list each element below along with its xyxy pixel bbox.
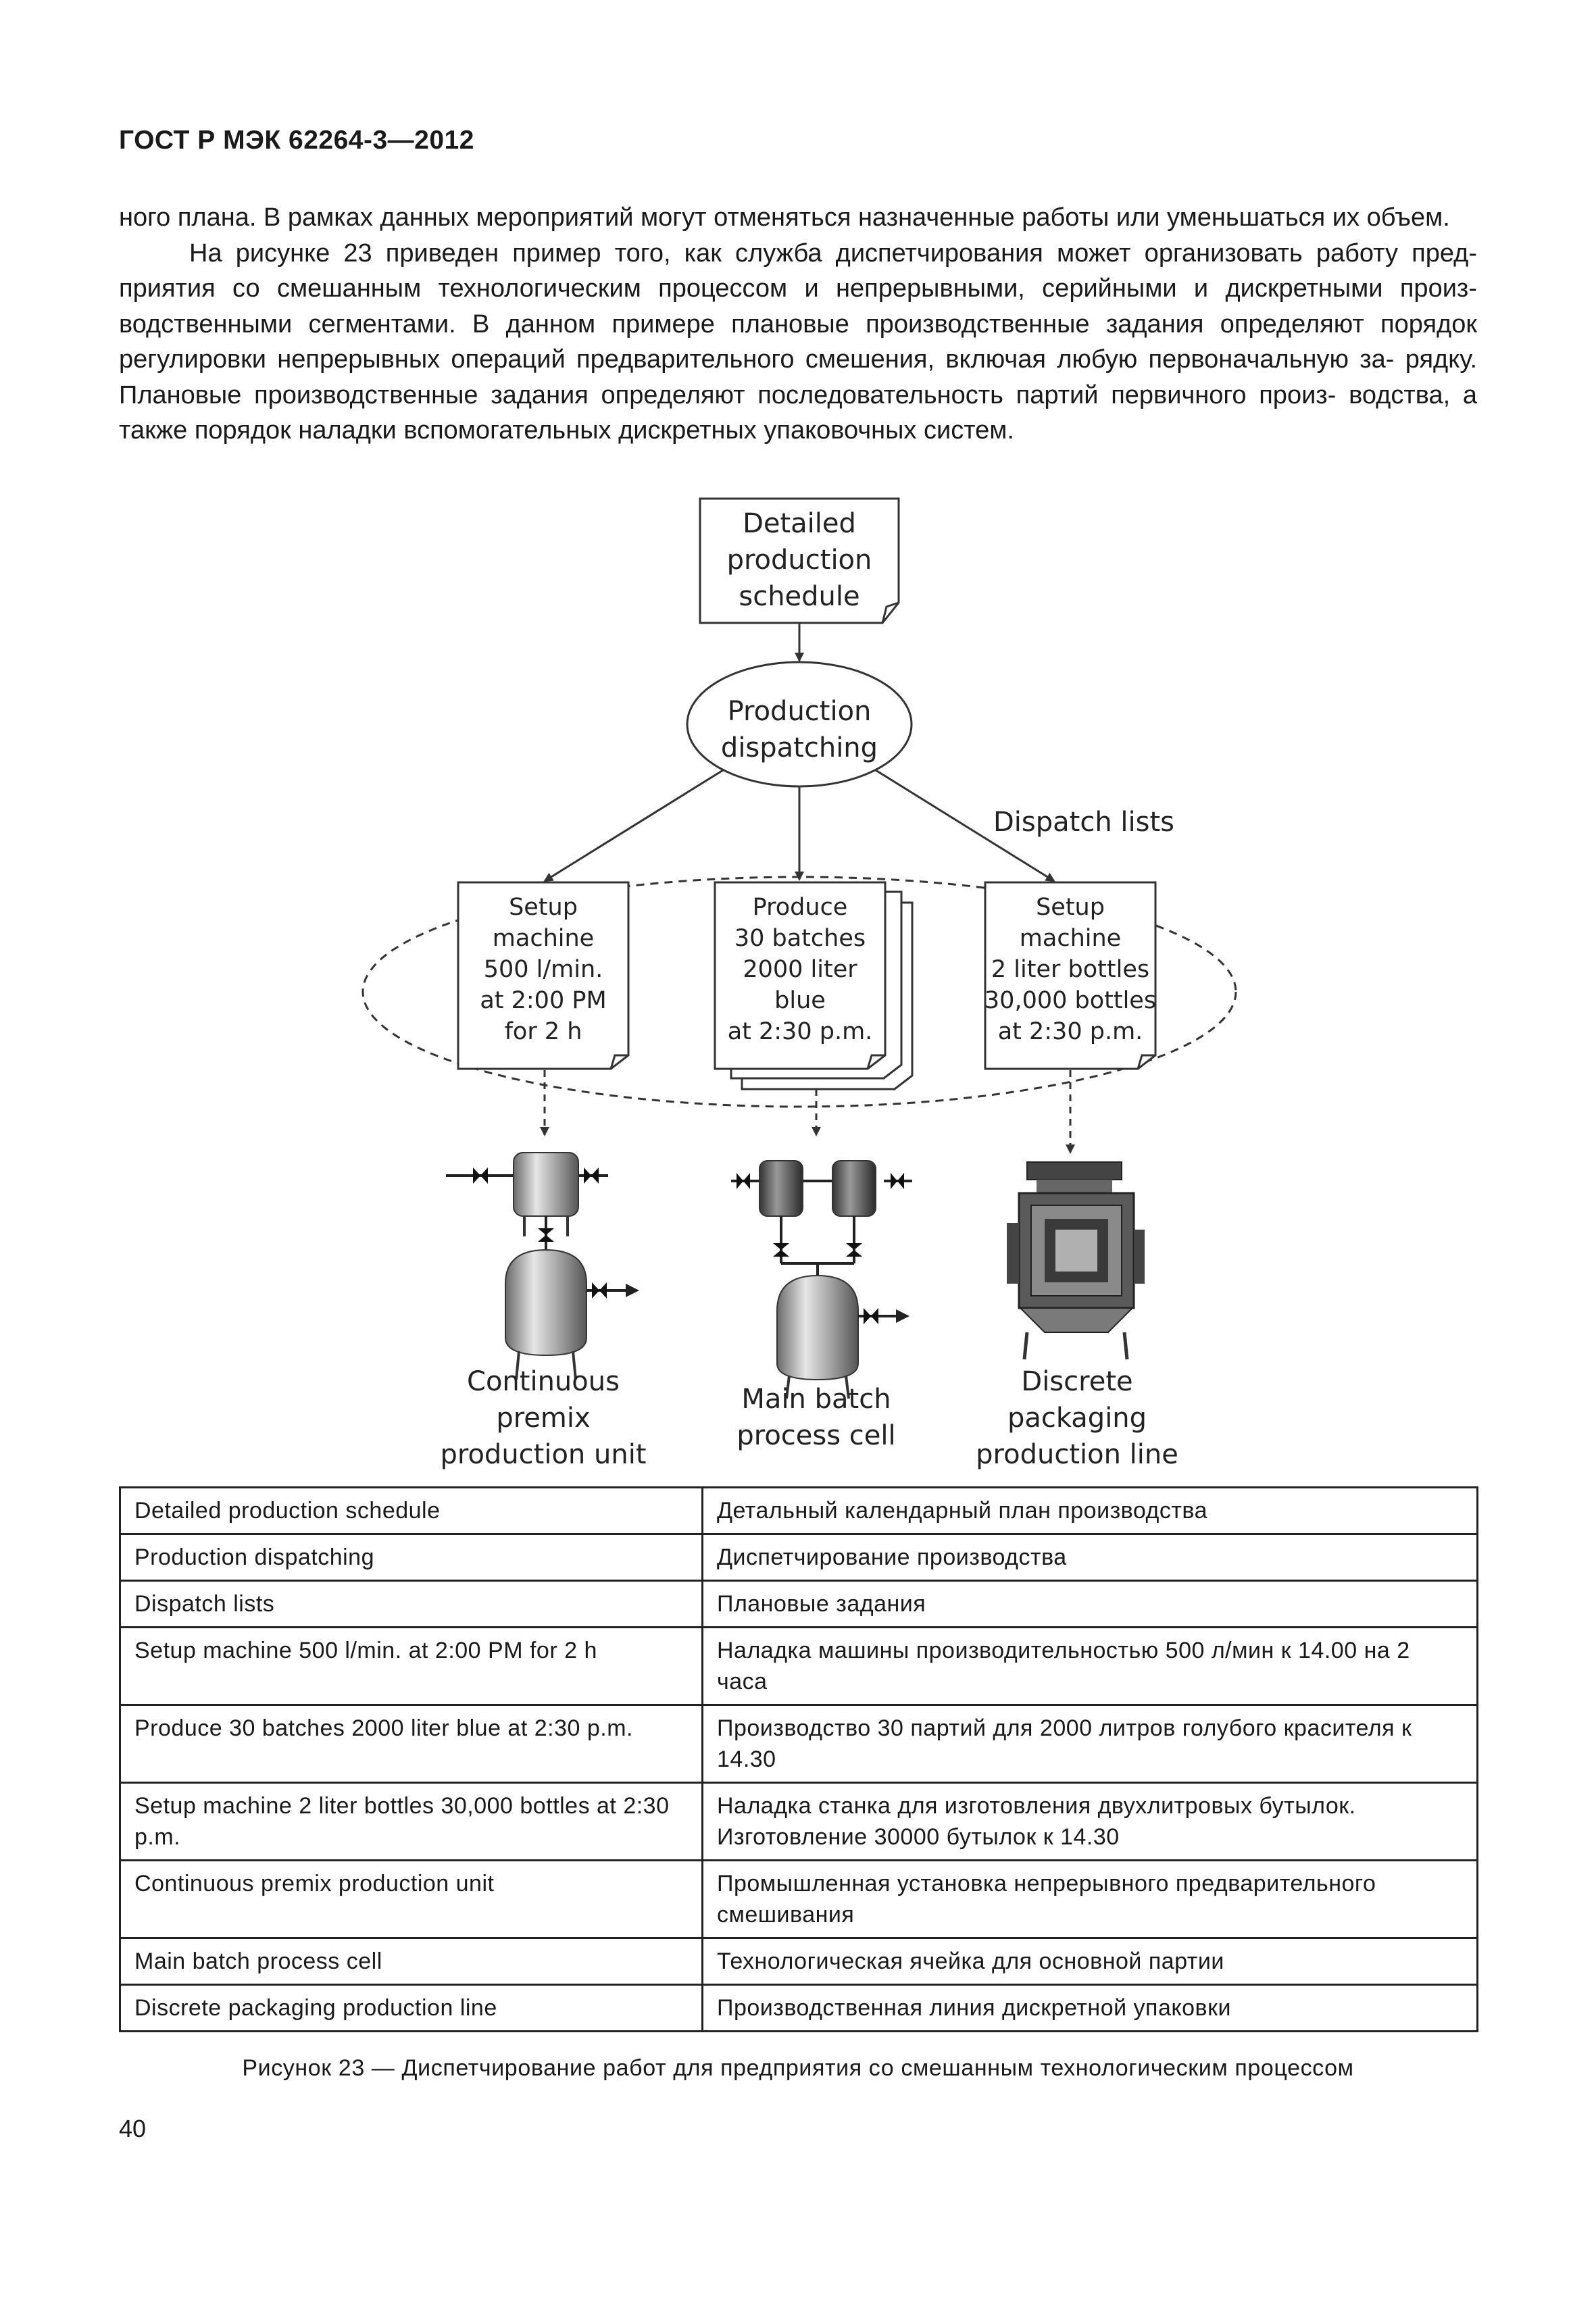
- schedule-box-line: schedule: [739, 581, 859, 612]
- list-right-line: Setup: [1036, 894, 1105, 921]
- schedule-box-line: production: [727, 545, 872, 576]
- dispatching-diagram: Detailed production schedule Production …: [361, 497, 1237, 1470]
- schedule-box-line: Detailed: [743, 508, 856, 539]
- list-middle-line: 2000 liter: [743, 956, 857, 983]
- dispatch-list-left: Setup machine 500 l/min. at 2:00 PM for …: [457, 881, 630, 1070]
- unit-middle-label-line: process cell: [737, 1420, 895, 1451]
- table-cell-ru: Детальный календарный план производства: [701, 1486, 1478, 1535]
- translation-table: Detailed production schedule Детальный к…: [119, 1486, 1478, 2032]
- table-cell-ru: Наладка машины производительностью 500 л…: [701, 1626, 1478, 1706]
- unit-left-label-line: production unit: [441, 1439, 647, 1470]
- discrete-packaging-machine-icon: [1007, 1161, 1145, 1360]
- unit-right-label-line: Discrete: [1021, 1366, 1132, 1397]
- list-middle-line: 30 batches: [734, 925, 866, 952]
- dispatch-to-right-list-arrow: [875, 769, 1055, 882]
- table-row: Production dispatching Диспетчирование п…: [119, 1533, 1478, 1582]
- table-row: Discrete packaging production line Произ…: [119, 1984, 1478, 2032]
- unit-right-label-line: packaging: [1007, 1403, 1147, 1434]
- dispatch-lists-group-ellipse: [361, 876, 1237, 1108]
- table-row: Main batch process cell Технологическая …: [119, 1937, 1478, 1986]
- table-row: Continuous premix production unit Промыш…: [119, 1859, 1478, 1939]
- paragraph-1: ного плана. В рамках данных мероприятий …: [119, 200, 1477, 236]
- unit-left-label-line: premix: [496, 1403, 590, 1434]
- table-row: Detailed production schedule Детальный к…: [119, 1486, 1478, 1535]
- table-cell-en: Produce 30 batches 2000 liter blue at 2:…: [119, 1704, 703, 1784]
- figure-caption: Рисунок 23 — Диспетчирование работ для п…: [242, 2055, 1354, 2081]
- document-header-title: ГОСТ Р МЭК 62264-3—2012: [119, 126, 474, 155]
- dispatch-list-middle: Produce 30 batches 2000 liter blue at 2:…: [714, 881, 914, 1090]
- list-middle-line: Produce: [753, 894, 848, 921]
- table-cell-ru: Наладка станка для изготовления двухлитр…: [701, 1782, 1478, 1861]
- continuous-premix-unit-icon: [446, 1152, 639, 1380]
- paragraph-2: На рисунке 23 приведен пример того, как …: [119, 236, 1477, 449]
- paragraph-line: На рисунке 23 приведен пример того, как …: [189, 238, 1477, 268]
- body-text: ного плана. В рамках данных мероприятий …: [119, 200, 1477, 449]
- dispatch-ellipse-line: dispatching: [721, 732, 878, 763]
- table-row: Produce 30 batches 2000 liter blue at 2:…: [119, 1704, 1478, 1784]
- unit-right-label-line: production line: [976, 1439, 1178, 1470]
- table-cell-en: Production dispatching: [119, 1533, 703, 1582]
- page-number: 40: [119, 2115, 147, 2142]
- table-cell-ru: Технологическая ячейка для основной парт…: [701, 1937, 1478, 1986]
- paragraph-line: рядку. Плановые производственные задания…: [119, 345, 1477, 409]
- table-cell-ru: Плановые задания: [701, 1580, 1478, 1628]
- unit-left-label-line: Continuous: [467, 1366, 620, 1397]
- list-right-line: 2 liter bottles: [991, 956, 1149, 983]
- table-row: Setup machine 500 l/min. at 2:00 PM for …: [119, 1626, 1478, 1706]
- dispatching-figure: Detailed production schedule Production …: [0, 486, 1596, 1486]
- table-cell-en: Setup machine 500 l/min. at 2:00 PM for …: [119, 1626, 703, 1706]
- list-right-line: machine: [1020, 925, 1121, 952]
- list-middle-line: blue: [774, 987, 826, 1014]
- table-cell-en: Main batch process cell: [119, 1937, 703, 1986]
- paragraph-line: объем.: [1366, 203, 1450, 232]
- table-cell-ru: Производственная линия дискретной упаков…: [701, 1984, 1478, 2032]
- paragraph-line: регулировки непрерывных операций предвар…: [119, 345, 1395, 374]
- table-cell-ru: Промышленная установка непрерывного пред…: [701, 1859, 1478, 1939]
- dispatch-list-right: Setup machine 2 liter bottles 30,000 bot…: [984, 881, 1157, 1070]
- detailed-schedule-box: Detailed production schedule: [699, 497, 900, 624]
- list-left-line: at 2:00 PM: [480, 987, 606, 1014]
- list-middle-line: at 2:30 p.m.: [728, 1018, 873, 1045]
- production-dispatching-ellipse: Production dispatching: [686, 661, 913, 788]
- dispatch-to-left-list-arrow: [543, 769, 724, 882]
- list-left-line: for 2 h: [505, 1018, 582, 1045]
- paragraph-line: приятия со смешанным технологическим про…: [119, 274, 1477, 303]
- paragraph-line: водственными сегментами. В данном пример…: [119, 309, 1477, 338]
- table-row: Setup machine 2 liter bottles 30,000 bot…: [119, 1782, 1478, 1861]
- table-cell-en: Detailed production schedule: [119, 1486, 703, 1535]
- unit-middle-label-line: Main batch: [741, 1384, 891, 1415]
- table-row: Dispatch lists Плановые задания: [119, 1580, 1478, 1628]
- list-left-line: Setup: [509, 894, 578, 921]
- list-right-line: 30,000 bottles: [984, 987, 1156, 1014]
- table-cell-ru: Диспетчирование производства: [701, 1533, 1478, 1582]
- table-cell-en: Discrete packaging production line: [119, 1984, 703, 2032]
- list-left-line: 500 l/min.: [484, 956, 603, 983]
- dispatch-ellipse-line: Production: [728, 696, 872, 727]
- table-cell-en: Setup machine 2 liter bottles 30,000 bot…: [119, 1782, 703, 1861]
- list-right-line: at 2:30 p.m.: [998, 1018, 1143, 1045]
- main-batch-process-cell-icon: [731, 1160, 912, 1399]
- paragraph-line: ного плана. В рамках данных мероприятий …: [119, 203, 1360, 232]
- table-cell-ru: Производство 30 партий для 2000 литров г…: [701, 1704, 1478, 1784]
- table-cell-en: Dispatch lists: [119, 1580, 703, 1628]
- paragraph-line: водства, а также порядок наладки вспомог…: [119, 380, 1478, 445]
- dispatch-lists-label: Dispatch lists: [993, 807, 1174, 838]
- table-cell-en: Continuous premix production unit: [119, 1859, 703, 1939]
- list-left-line: machine: [493, 925, 594, 952]
